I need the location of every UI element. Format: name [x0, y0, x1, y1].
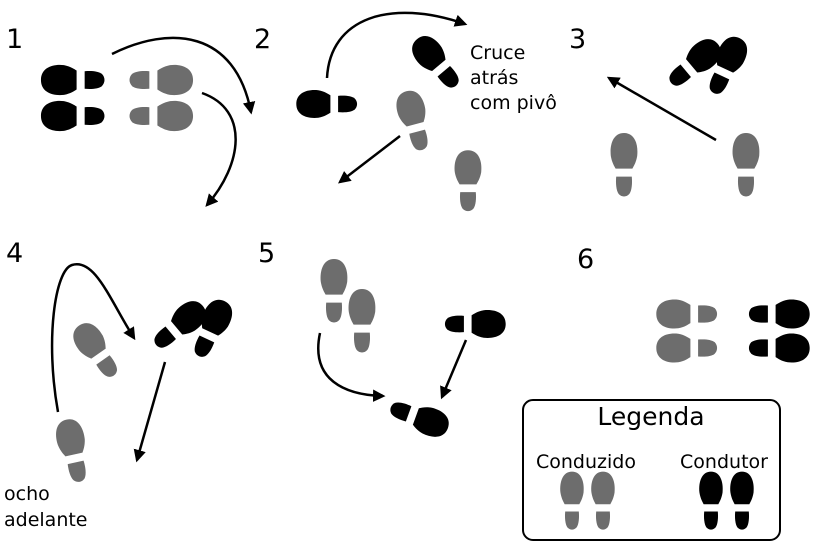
- follower-foot: [455, 150, 482, 211]
- leader-foot: [406, 30, 466, 95]
- legend-label-leader: Condutor: [680, 451, 768, 473]
- leader-foot: [445, 310, 506, 338]
- step-number-3: 3: [569, 24, 586, 55]
- arrow-curve: [202, 93, 236, 205]
- follower-foot: [733, 133, 760, 197]
- panel-1: [41, 38, 251, 205]
- leader-feet: [41, 65, 105, 131]
- follower-foot: [349, 289, 376, 353]
- arrow-straight: [340, 136, 400, 182]
- step-number-6: 6: [577, 244, 594, 275]
- follower-feet: [656, 299, 717, 362]
- leader-foot: [386, 394, 453, 441]
- arrow-straight: [609, 78, 716, 140]
- panel-5: [318, 259, 505, 441]
- follower-foot: [393, 88, 436, 154]
- footprint-icon: [656, 333, 717, 362]
- footprint-icon: [41, 65, 105, 95]
- footprint-icon: [41, 101, 105, 131]
- footprint-icon: [130, 65, 194, 95]
- footprint-icon: [749, 299, 810, 328]
- arrow-straight: [137, 362, 165, 460]
- panel-2: Cruce atrás com pivô: [296, 13, 557, 211]
- arrow-straight: [442, 340, 466, 397]
- panel-6: [656, 299, 809, 362]
- step-number-2: 2: [254, 24, 271, 55]
- leader-foot: [296, 90, 357, 118]
- legend-label-follower: Conduzido: [536, 451, 636, 473]
- arrow-curve: [318, 333, 383, 396]
- step-number-4: 4: [6, 238, 23, 269]
- follower-foot: [68, 318, 126, 384]
- follower-foot: [321, 259, 348, 323]
- footprint-icon: [130, 101, 194, 131]
- step-2-note: Cruce atrás com pivô: [470, 42, 557, 114]
- follower-foot: [611, 133, 638, 197]
- leader-feet: [749, 299, 810, 362]
- step-number-1: 1: [6, 24, 23, 55]
- legend: Legenda Conduzido Condutor: [523, 400, 780, 540]
- arrow-curve: [327, 13, 465, 78]
- follower-foot: [53, 417, 94, 485]
- follower-feet: [130, 65, 194, 131]
- footprint-icon: [656, 299, 717, 328]
- footprint-icon: [749, 333, 810, 362]
- panel-4: ocho adelante: [4, 264, 237, 531]
- legend-title: Legenda: [597, 402, 704, 431]
- step-number-5: 5: [258, 238, 275, 269]
- panel-3: [609, 32, 759, 196]
- step-4-note: ocho adelante: [4, 483, 88, 531]
